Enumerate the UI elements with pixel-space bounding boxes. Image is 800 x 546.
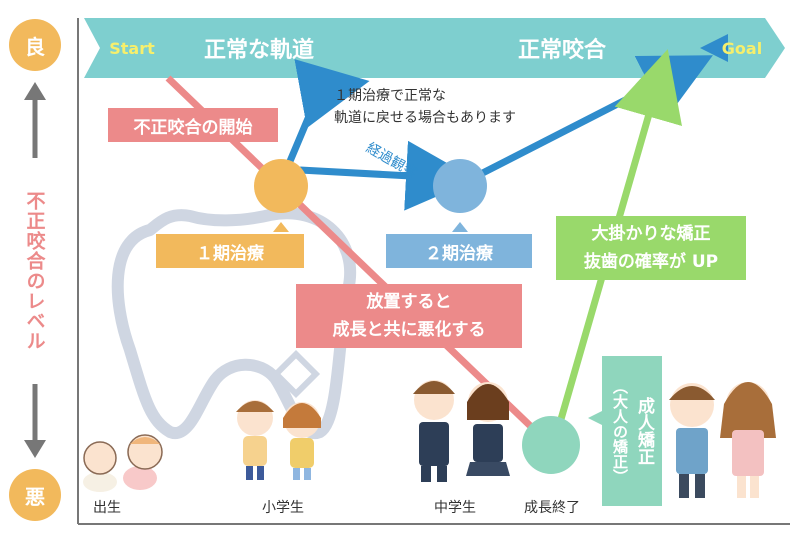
major-ortho-line2: 抜歯の確率が UP bbox=[583, 252, 719, 272]
stage-birth: 出生 bbox=[93, 500, 121, 516]
growth-end-circle bbox=[522, 416, 580, 474]
goal-label: Goal bbox=[721, 38, 763, 58]
major-ortho-line1: 大掛かりな矯正 bbox=[591, 224, 711, 244]
worsening-line1: 放置すると bbox=[366, 292, 452, 312]
bad-level-circle bbox=[9, 469, 61, 521]
banner-arrowhead bbox=[700, 34, 728, 62]
middle-school-students-illustration bbox=[413, 380, 510, 482]
good-level-label: 良 bbox=[25, 34, 45, 59]
phase1-label: １期治療 bbox=[156, 234, 304, 268]
level-arrow-up-head bbox=[24, 82, 46, 100]
normal-path-banner bbox=[84, 18, 785, 78]
phase1-pointer bbox=[273, 222, 289, 232]
adult-ortho-title: 成人矯正 bbox=[634, 397, 654, 465]
level-arrow-down-head bbox=[24, 440, 46, 458]
adult-ortho-pointer bbox=[588, 410, 604, 426]
phase1-note-line1: １期治療で正常な bbox=[334, 88, 446, 104]
worsening-line2: 成長と共に悪化する bbox=[332, 320, 486, 340]
malocclusion-onset-label: 不正咬合の開始 bbox=[108, 108, 278, 142]
stage-elementary: 小学生 bbox=[262, 500, 304, 516]
level-label-backdrop bbox=[22, 158, 48, 384]
bad-level-label: 悪 bbox=[25, 484, 45, 509]
adult-ortho-label: 成人矯正 （大人の矯正） bbox=[602, 356, 662, 506]
major-ortho-label: 大掛かりな矯正 抜歯の確率が UP bbox=[556, 216, 746, 280]
tooth-decoration bbox=[271, 349, 321, 399]
phase2-circle bbox=[433, 159, 487, 213]
stage-growth-end: 成長終了 bbox=[524, 500, 580, 516]
adult-couple-illustration bbox=[669, 382, 776, 498]
start-label: Start bbox=[109, 38, 155, 58]
stage-middle-school: 中学生 bbox=[434, 500, 476, 516]
good-level-circle bbox=[9, 19, 61, 71]
observation-arrow bbox=[299, 140, 476, 211]
level-axis-label: 不正咬合のレベル bbox=[23, 191, 46, 351]
phase1-note-line2: 軌道に戻せる場合もあります bbox=[334, 110, 516, 126]
adult-ortho-subtitle: （大人の矯正） bbox=[611, 378, 629, 484]
schoolchildren-illustration bbox=[236, 400, 321, 480]
worsening-label: 放置すると 成長と共に悪化する bbox=[296, 284, 522, 348]
phase1-return-arrow bbox=[276, 59, 370, 187]
phase2-label: ２期治療 bbox=[386, 234, 532, 268]
normal-path-label: 正常な軌道 bbox=[203, 38, 314, 63]
phase1-circle bbox=[254, 159, 308, 213]
phase2-pointer bbox=[452, 222, 468, 232]
baby-twins-illustration bbox=[83, 434, 163, 492]
normal-bite-label: 正常咬合 bbox=[517, 38, 606, 63]
